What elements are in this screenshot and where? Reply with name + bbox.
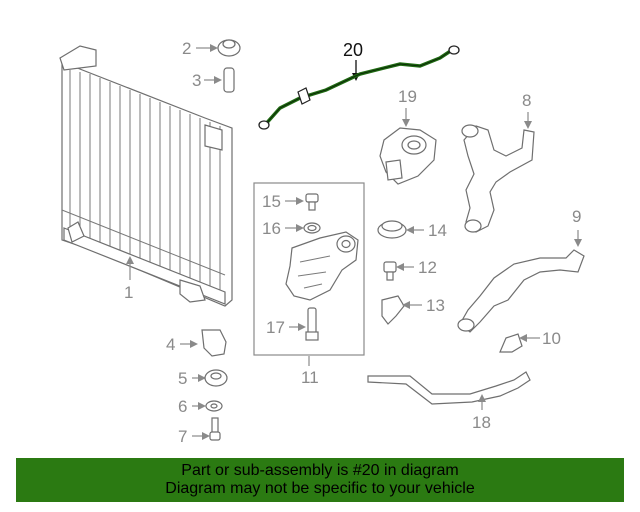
gasket-part-16[interactable]: 16 xyxy=(262,219,321,238)
clip-part-4[interactable]: 4 xyxy=(166,329,227,357)
callout-13: 13 xyxy=(426,296,445,315)
water-pump-assembly-box-part-11[interactable]: 11 xyxy=(253,182,365,387)
sensor-part-17[interactable]: 17 xyxy=(266,307,319,341)
bracket-part-13[interactable]: 13 xyxy=(381,295,445,325)
callout-3: 3 xyxy=(192,71,201,90)
callout-14: 14 xyxy=(428,221,447,240)
grommet-part-5[interactable]: 5 xyxy=(178,369,228,388)
cap-part-2[interactable]: 2 xyxy=(182,39,241,58)
callout-16: 16 xyxy=(262,219,281,238)
callout-7: 7 xyxy=(178,427,187,446)
bolt-part-7[interactable]: 7 xyxy=(178,417,221,446)
callout-18: 18 xyxy=(472,413,491,432)
hose-part-20[interactable]: 20 xyxy=(258,40,460,130)
callout-6: 6 xyxy=(178,397,187,416)
callout-9: 9 xyxy=(572,207,581,226)
callout-2: 2 xyxy=(182,39,191,58)
radiator-part-1[interactable]: 1 xyxy=(59,45,233,307)
banner-line-2: Diagram may not be specific to your vehi… xyxy=(165,480,475,497)
callout-17: 17 xyxy=(266,318,285,337)
callout-15: 15 xyxy=(262,192,281,211)
callout-20: 20 xyxy=(343,40,363,60)
sleeve-part-3[interactable]: 3 xyxy=(192,67,235,93)
callout-8: 8 xyxy=(522,91,531,110)
parts-diagram: 1 2 3 20 19 8 xyxy=(59,39,585,446)
washer-part-6[interactable]: 6 xyxy=(178,397,223,416)
callout-4: 4 xyxy=(166,335,175,354)
thermostat-housing-part-19[interactable]: 19 xyxy=(379,87,437,185)
fitting-part-10[interactable]: 10 xyxy=(499,329,561,353)
info-banner: Part or sub-assembly is #20 in diagram D… xyxy=(16,458,624,502)
callout-19: 19 xyxy=(398,87,417,106)
callout-5: 5 xyxy=(178,369,187,388)
banner-line-1: Part or sub-assembly is #20 in diagram xyxy=(181,462,459,479)
hose-part-9[interactable]: 9 xyxy=(457,207,585,333)
pipe-part-18[interactable]: 18 xyxy=(367,371,531,432)
callout-10: 10 xyxy=(542,329,561,348)
hose-part-8[interactable]: 8 xyxy=(461,91,535,233)
callout-1: 1 xyxy=(124,283,133,302)
bolt-part-15[interactable]: 15 xyxy=(262,192,319,211)
bolt-part-12[interactable]: 12 xyxy=(383,258,437,281)
cap-part-14[interactable]: 14 xyxy=(377,220,447,240)
water-pump-body[interactable] xyxy=(285,231,359,301)
callout-11: 11 xyxy=(301,368,319,387)
callout-12: 12 xyxy=(418,258,437,277)
